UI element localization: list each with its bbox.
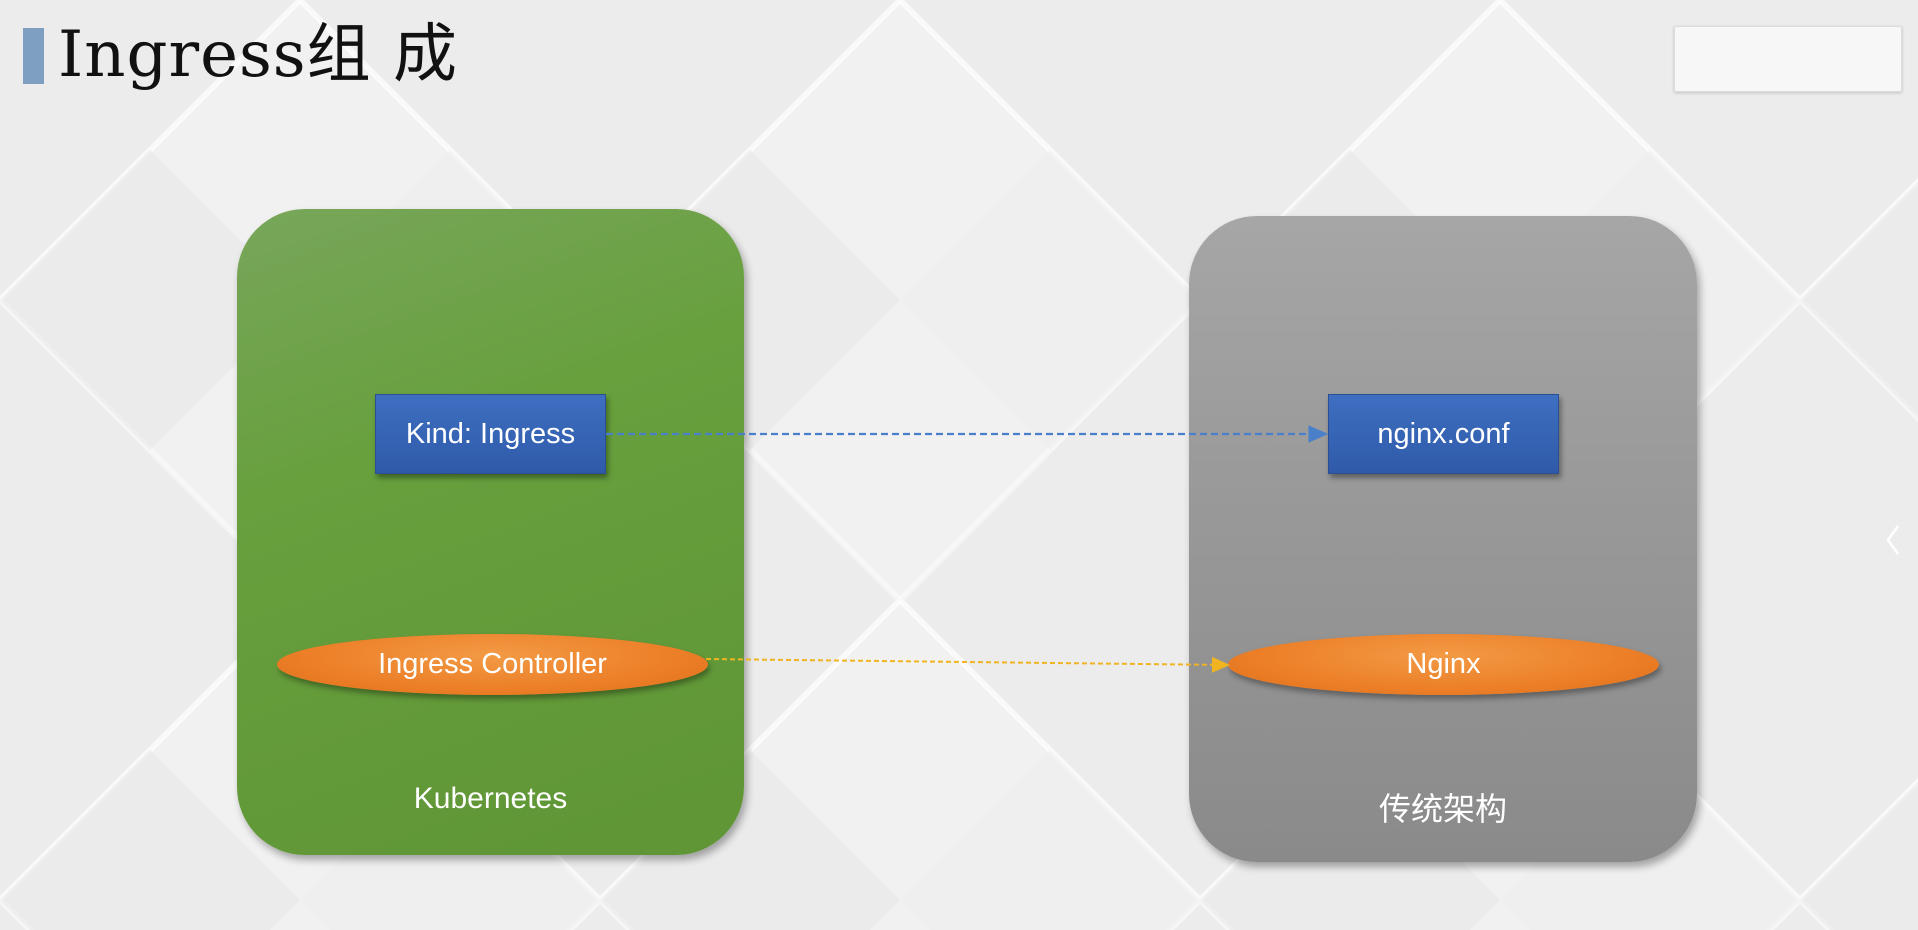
title-accent-bar bbox=[23, 28, 44, 84]
ingress-controller-node: Ingress Controller bbox=[277, 634, 708, 695]
nginx-node: Nginx bbox=[1228, 634, 1659, 695]
traditional-architecture-label: 传统架构 bbox=[1378, 790, 1507, 828]
nginx-conf-node: nginx.conf bbox=[1328, 394, 1559, 474]
kubernetes-label: Kubernetes bbox=[413, 782, 568, 815]
traditional-architecture-panel bbox=[1189, 216, 1697, 862]
corner-placeholder-box bbox=[1674, 26, 1902, 92]
slide-title: Ingress组 成 bbox=[58, 18, 458, 92]
chevron-left-icon[interactable] bbox=[1884, 520, 1902, 560]
kind-ingress-node: Kind: Ingress bbox=[375, 394, 606, 474]
kubernetes-panel bbox=[237, 209, 744, 855]
